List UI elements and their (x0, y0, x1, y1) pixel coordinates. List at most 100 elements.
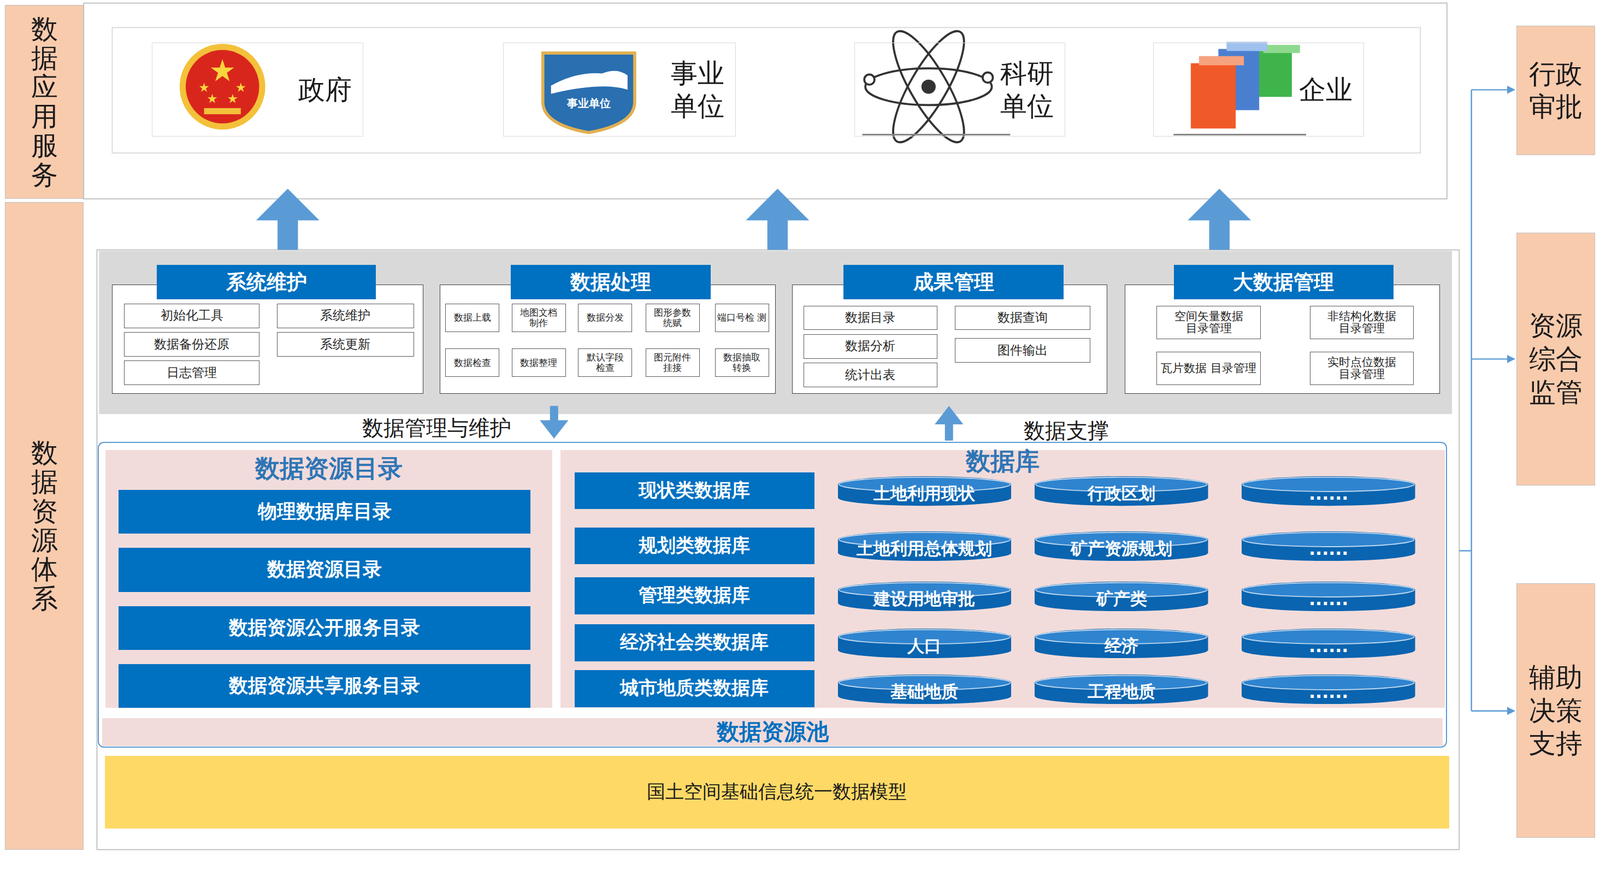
node-text: 数据检查 (453, 357, 492, 369)
node-text: 数据目录 (845, 310, 896, 326)
function-item: 图件输出 (954, 338, 1091, 363)
node-text: 图形参数 统赋 (647, 307, 698, 329)
node-text: 空间矢量数据 目录管理 (1158, 310, 1259, 335)
enterprise-icon (1173, 42, 1307, 135)
category-bar: 管理类数据库 (574, 577, 815, 614)
function-item: 数据查询 (954, 305, 1091, 331)
node-text: 端口号检 测 (717, 312, 767, 323)
node-text: 国土空间基础信息统一数据模型 (646, 780, 907, 805)
node-text: 数据处理 (510, 264, 711, 300)
function-item: 系统更新 (276, 332, 414, 357)
node-text: ...... (1308, 583, 1349, 609)
category-bar: 现状类数据库 (574, 472, 815, 510)
node-text: 数据查询 (997, 310, 1048, 326)
node-text: 实时点位数据 目录管理 (1312, 356, 1413, 381)
module-box: 大数据管理空间矢量数据 目录管理非结构化数据 目录管理瓦片数据 目录管理实时点位… (1124, 284, 1440, 394)
function-item: 图形参数 统赋 (645, 303, 700, 333)
database-cylinder: 经济 (1034, 628, 1209, 659)
user-box: 科研 单位 (854, 42, 1066, 137)
function-box: 资源 综合 监管 (1516, 232, 1596, 486)
node-text: 数据分析 (845, 339, 896, 354)
node-text: ...... (1308, 676, 1349, 702)
unit-badge (542, 52, 635, 133)
node-text: 大数据管理 (1173, 264, 1394, 300)
node-text: 数据上载 (453, 312, 492, 323)
node-text: 数据抽取 转换 (717, 352, 767, 374)
function-item: 数据上载 (445, 303, 500, 333)
database-cylinder: 土地利用现状 (837, 476, 1012, 506)
category-bar: 数据资源目录 (118, 547, 531, 592)
node-text: 工程地质 (1087, 675, 1156, 704)
category-bar: 经济社会类数据库 (574, 624, 815, 661)
node-text: 数据备份还原 (154, 337, 230, 352)
node-text: 建设用地审批 (873, 582, 976, 611)
node-text: 数据资源池 (102, 718, 1443, 746)
function-item: 数据整理 (511, 348, 566, 377)
node-text: 系统维护 (156, 264, 377, 300)
category-bar: 数据资源公开服务目录 (118, 606, 531, 651)
node-text: 数据资源体系 (31, 438, 58, 614)
function-item: 初始化工具 (124, 303, 260, 329)
node-text: 矿产类 (1096, 582, 1148, 611)
side-band: 数据应用服务 (4, 4, 84, 199)
node-text: 土地利用总体规划 (856, 532, 993, 561)
database-cylinder: ...... (1241, 674, 1416, 705)
function-item: 地图文档 制作 (511, 303, 566, 333)
database-cylinder: ...... (1241, 628, 1416, 659)
data-model-bar: 国土空间基础信息统一数据模型 (104, 756, 1449, 829)
node-text: 经济 (1104, 629, 1139, 658)
side-band: 数据资源体系 (4, 202, 84, 850)
node-text: 矿产资源规划 (1070, 532, 1173, 561)
node-text: 数据分发 (586, 312, 624, 323)
user-box: 企业 (1153, 42, 1365, 137)
function-item: 数据检查 (445, 348, 500, 377)
database-cylinder: 建设用地审批 (837, 581, 1012, 612)
category-bar: 物理数据库目录 (118, 489, 531, 534)
node-text: 数据应用服务 (31, 14, 58, 190)
node-text: 土地利用现状 (873, 477, 976, 506)
module-box: 系统维护初始化工具系统维护数据备份还原系统更新日志管理 (111, 284, 424, 394)
function-item: 端口号检 测 (715, 303, 770, 333)
node-text: 非结构化数据 目录管理 (1312, 310, 1413, 335)
node-text: 系统更新 (320, 337, 371, 352)
category-bar: 城市地质类数据库 (574, 670, 815, 707)
resource-pool-frame: 数据资源池数据资源目录物理数据库目录数据资源目录数据资源公开服务目录数据资源共享… (97, 441, 1447, 748)
function-item: 数据分发 (577, 303, 633, 333)
flow-label: 数据支撑 (1015, 416, 1118, 446)
function-item: 数据备份还原 (124, 332, 260, 357)
module-box: 成果管理数据目录数据查询数据分析图件输出统计出表 (792, 284, 1108, 394)
category-bar: 规划类数据库 (574, 527, 815, 565)
category-bar: 数据资源共享服务目录 (118, 664, 531, 708)
node-text: 数据资源目录 (267, 557, 382, 583)
node-text: 数据整理 (520, 357, 558, 369)
function-box: 行政 审批 (1516, 25, 1596, 156)
node-text: 初始化工具 (160, 308, 224, 323)
function-item: 数据分析 (803, 334, 938, 359)
node-text: 图元附件 挂接 (647, 352, 698, 374)
node-text: 数据库 (560, 446, 1446, 477)
node-text: 科研 单位 (1000, 56, 1059, 123)
node-text: 辅助 决策 支持 (1526, 660, 1585, 761)
node-text: 物理数据库目录 (257, 499, 392, 525)
node-text: 瓦片数据 目录管理 (1160, 362, 1257, 375)
node-text: ...... (1308, 534, 1349, 559)
database-cylinder: 基础地质 (837, 674, 1012, 705)
app-inner (111, 27, 1421, 153)
system-frame (96, 250, 1460, 850)
function-item: 统计出表 (803, 362, 938, 388)
database-cylinder: ...... (1241, 581, 1416, 612)
node-text: 人口 (907, 629, 942, 658)
node-text: 城市地质类数据库 (620, 676, 769, 701)
function-item: 图元附件 挂接 (645, 348, 700, 377)
node-text: 事业 单位 (670, 56, 730, 123)
database-cylinder: 工程地质 (1034, 674, 1209, 705)
resource-panel: 数据资源目录物理数据库目录数据资源目录数据资源公开服务目录数据资源共享服务目录 (105, 450, 553, 709)
user-box: 政府 (151, 42, 364, 137)
badge-text: 事业单位 (552, 96, 626, 111)
database-cylinder: 人口 (837, 628, 1012, 659)
node-text: 成果管理 (843, 264, 1064, 300)
function-box: 辅助 决策 支持 (1516, 583, 1596, 838)
node-text: 行政 审批 (1526, 57, 1585, 124)
function-item: 默认字段 检查 (577, 348, 633, 377)
node-text: 企业 (1299, 73, 1358, 107)
